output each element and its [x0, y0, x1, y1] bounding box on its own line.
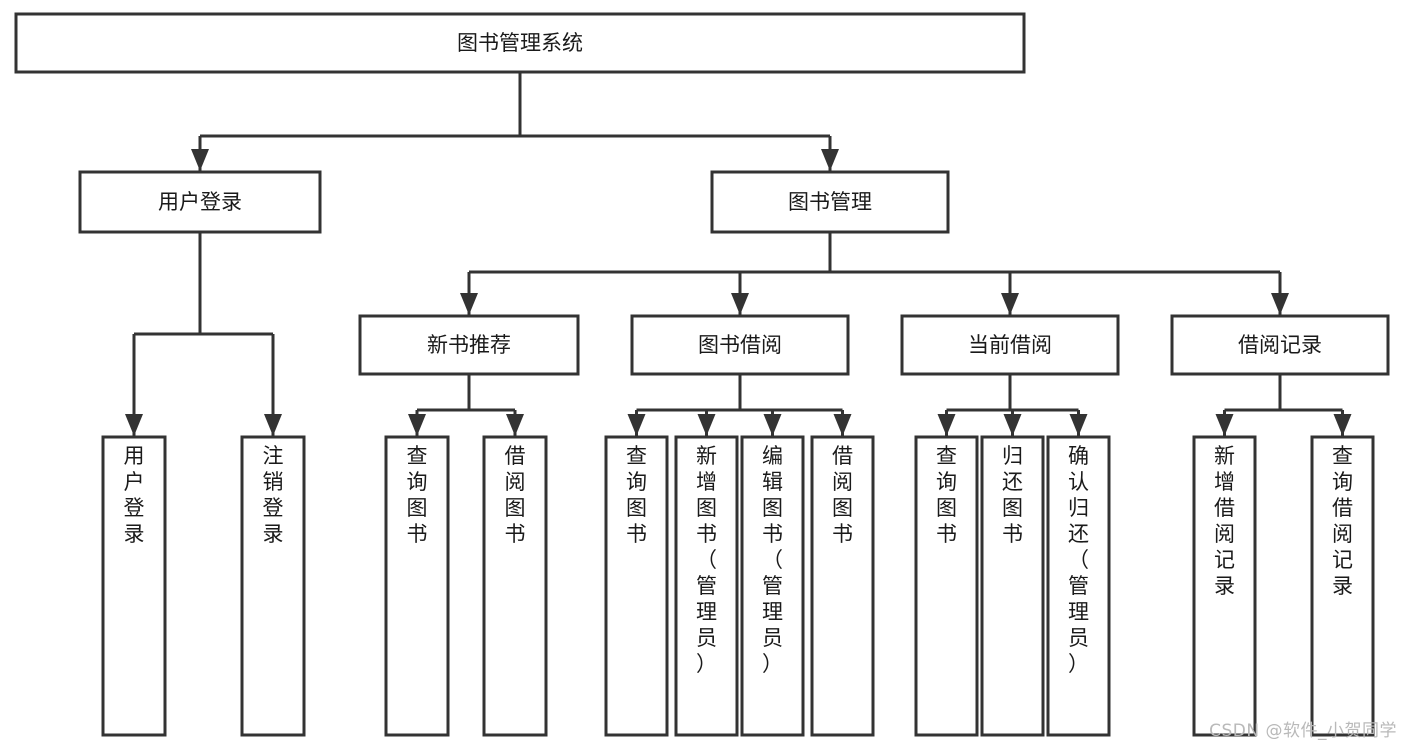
node-cb-return-book[interactable]: 归还图书 [980, 435, 1045, 737]
arrow-head-icon-userlogin-0 [125, 414, 143, 436]
arrow-head-icon-bookmgmt-3 [1271, 293, 1289, 315]
arrow-head-icon-current-borrow-0 [937, 414, 956, 436]
arrow-head-icon-bookmgmt-1 [731, 293, 749, 315]
nodes-layer: 图书管理系统用户登录图书管理用户登录注销登录新书推荐查询图书借阅图书图书借阅查询… [14, 12, 1390, 737]
node-label-bb-borrow-book: 借阅图书 [832, 444, 853, 546]
node-box-book-borrow [630, 314, 850, 376]
node-box-book-management [710, 170, 950, 234]
arrow-head-icon-current-borrow-1 [1003, 414, 1022, 436]
node-cb-confirm-return[interactable]: 确认归还（管理员） [1046, 435, 1111, 737]
node-box-cb-query-book [914, 435, 979, 737]
node-nbr-query-book[interactable]: 查询图书 [384, 435, 450, 737]
node-user-login-do[interactable]: 用户登录 [101, 435, 167, 737]
node-label-cb-return-book: 归还图书 [1002, 444, 1023, 546]
node-br-add-record[interactable]: 新增借阅记录 [1192, 435, 1257, 737]
node-label-br-add-record: 新增借阅记录 [1214, 444, 1235, 598]
node-box-borrow-record [1170, 314, 1390, 376]
node-book-management[interactable]: 图书管理 [710, 170, 950, 234]
arrow-head-icon-root-0 [191, 149, 209, 171]
arrow-head-icon-borrow-record-0 [1215, 414, 1234, 436]
node-box-cb-return-book [980, 435, 1045, 737]
arrow-head-icon-book-borrow-3 [833, 414, 852, 436]
node-box-cb-confirm-return [1046, 435, 1111, 737]
node-box-bb-borrow-book [810, 435, 875, 737]
node-box-new-book-recommend [358, 314, 580, 376]
connectors-layer [125, 72, 1352, 436]
arrow-head-icon-current-borrow-2 [1069, 414, 1088, 436]
arrow-head-icon-borrow-record-1 [1333, 414, 1352, 436]
node-label-current-borrow: 当前借阅 [968, 333, 1052, 357]
node-cb-query-book[interactable]: 查询图书 [914, 435, 979, 737]
node-box-current-borrow [900, 314, 1120, 376]
node-bb-add-book[interactable]: 新增图书（管理员） [674, 435, 739, 737]
node-bb-borrow-book[interactable]: 借阅图书 [810, 435, 875, 737]
node-box-bb-add-book [674, 435, 739, 737]
node-label-book-borrow: 图书借阅 [698, 333, 782, 357]
node-box-user-logout [240, 435, 306, 737]
arrow-head-icon-book-borrow-2 [763, 414, 782, 436]
node-label-nbr-query-book: 查询图书 [407, 444, 428, 546]
node-bb-query-book[interactable]: 查询图书 [604, 435, 669, 737]
node-nbr-borrow-book[interactable]: 借阅图书 [482, 435, 548, 737]
node-label-bb-add-book: 新增图书（管理员） [696, 444, 717, 676]
node-label-user-login: 用户登录 [158, 190, 242, 214]
node-box-nbr-borrow-book [482, 435, 548, 737]
node-bb-edit-book[interactable]: 编辑图书（管理员） [740, 435, 805, 737]
node-box-user-login [78, 170, 322, 234]
node-box-nbr-query-book [384, 435, 450, 737]
node-book-borrow[interactable]: 图书借阅 [630, 314, 850, 376]
node-root[interactable]: 图书管理系统 [14, 12, 1026, 74]
node-label-user-login-do: 用户登录 [124, 444, 145, 546]
node-label-bb-query-book: 查询图书 [626, 444, 647, 546]
node-label-br-query-record: 查询借阅记录 [1332, 444, 1353, 598]
node-new-book-recommend[interactable]: 新书推荐 [358, 314, 580, 376]
arrow-head-icon-new-book-recommend-1 [506, 414, 524, 436]
node-box-user-login-do [101, 435, 167, 737]
arrow-head-icon-new-book-recommend-0 [408, 414, 426, 436]
arrow-head-icon-root-1 [821, 149, 839, 171]
node-label-book-management: 图书管理 [788, 190, 872, 214]
node-user-logout[interactable]: 注销登录 [240, 435, 306, 737]
node-label-cb-query-book: 查询图书 [936, 444, 957, 546]
arrow-head-icon-book-borrow-0 [627, 414, 646, 436]
arrow-head-icon-bookmgmt-2 [1001, 293, 1019, 315]
node-box-root [14, 12, 1026, 74]
node-label-nbr-borrow-book: 借阅图书 [505, 444, 526, 546]
node-current-borrow[interactable]: 当前借阅 [900, 314, 1120, 376]
node-label-new-book-recommend: 新书推荐 [427, 333, 511, 357]
node-br-query-record[interactable]: 查询借阅记录 [1310, 435, 1375, 737]
node-label-user-logout: 注销登录 [263, 444, 284, 546]
node-label-borrow-record: 借阅记录 [1238, 333, 1322, 357]
node-label-bb-edit-book: 编辑图书（管理员） [762, 444, 783, 676]
arrow-head-icon-bookmgmt-0 [460, 293, 478, 315]
arrow-head-icon-book-borrow-1 [697, 414, 716, 436]
node-borrow-record[interactable]: 借阅记录 [1170, 314, 1390, 376]
node-box-bb-query-book [604, 435, 669, 737]
node-box-bb-edit-book [740, 435, 805, 737]
node-user-login[interactable]: 用户登录 [78, 170, 322, 234]
node-label-root: 图书管理系统 [457, 31, 583, 55]
node-box-br-add-record [1192, 435, 1257, 737]
node-label-cb-confirm-return: 确认归还（管理员） [1068, 444, 1089, 676]
arrow-head-icon-userlogin-1 [264, 414, 282, 436]
node-box-br-query-record [1310, 435, 1375, 737]
